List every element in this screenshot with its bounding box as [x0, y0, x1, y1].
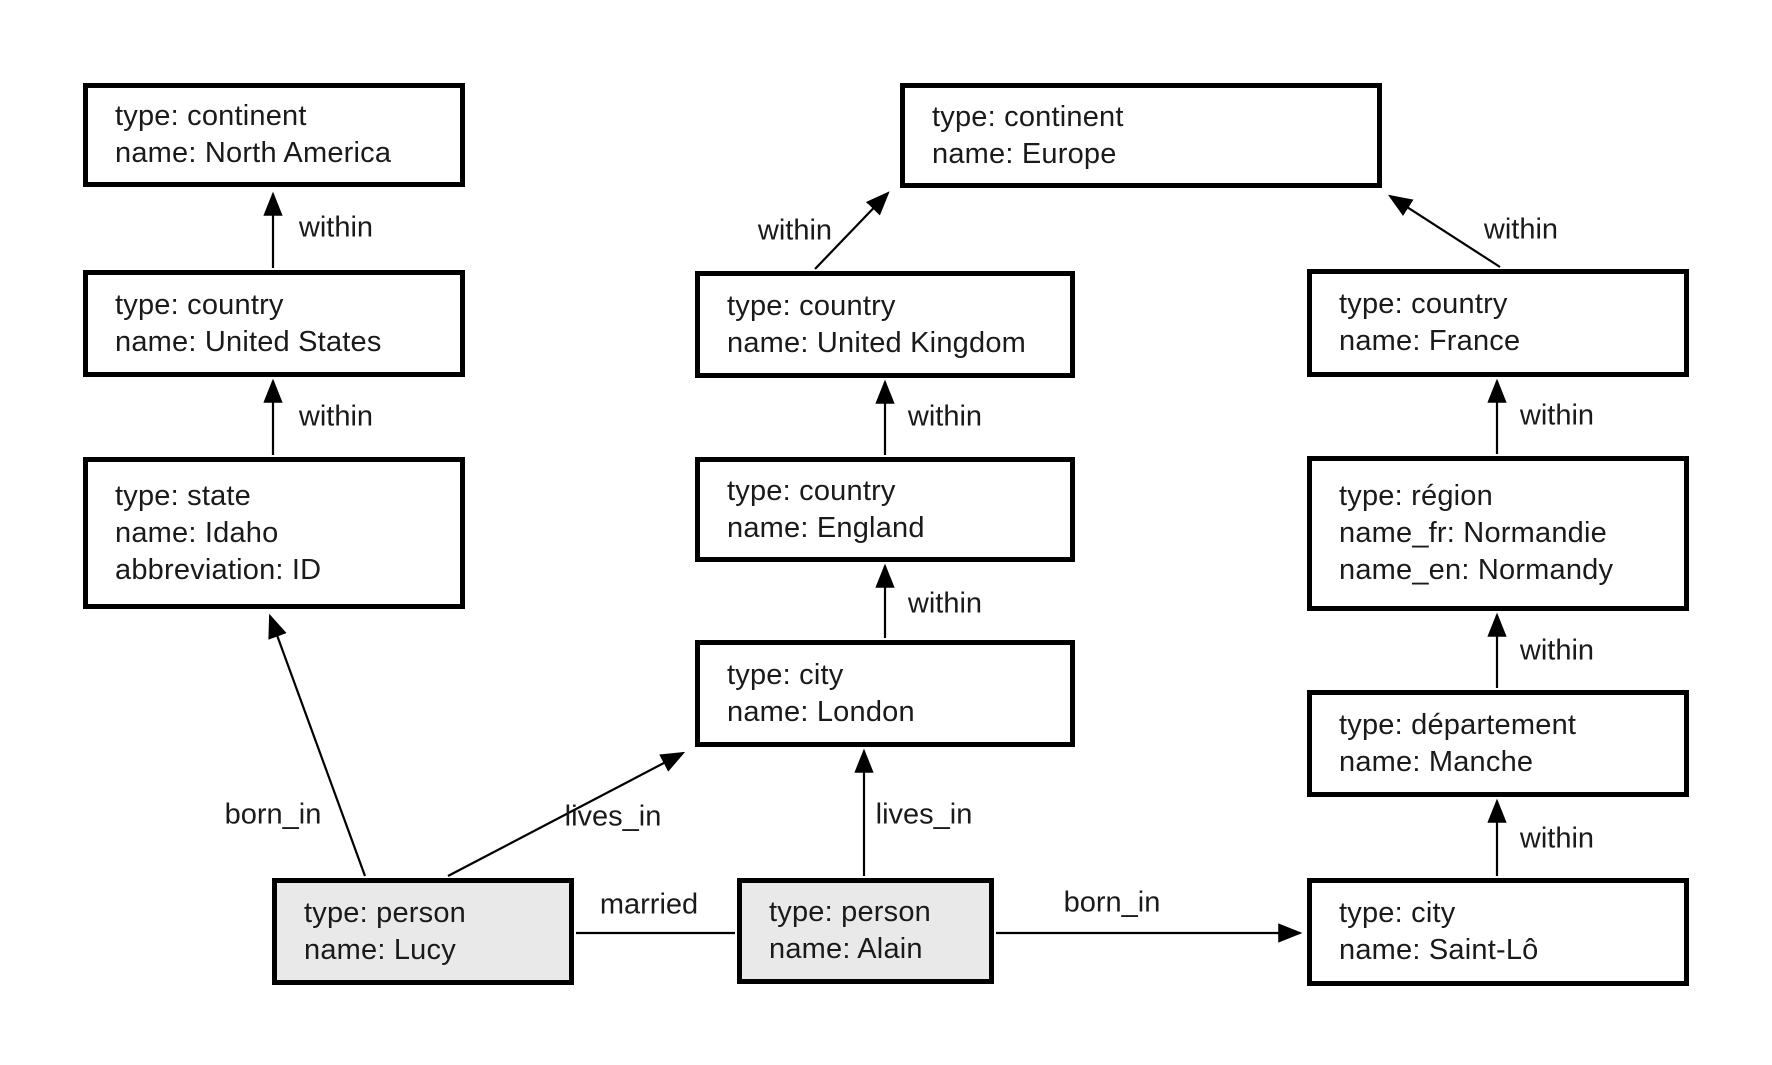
edge-label-within-england-uk: within	[907, 400, 983, 433]
node-line: type: country	[727, 289, 896, 322]
node-france: type: country name: France	[1307, 269, 1689, 377]
node-line: type: continent	[932, 100, 1124, 133]
edge-within-france-europe	[1387, 194, 1501, 268]
node-line: type: person	[769, 896, 931, 928]
edge-label-within-normandy-france: within	[1519, 399, 1595, 432]
node-line: name: United States	[115, 325, 382, 358]
node-line: name: Alain	[769, 933, 923, 965]
node-line: name_fr: Normandie	[1339, 517, 1607, 549]
edge-label-within-manche-normandy: within	[1519, 634, 1595, 667]
node-line: type: country	[115, 288, 284, 321]
node-lucy: type: person name: Lucy	[272, 878, 574, 985]
edge-label-within-us-northamerica: within	[298, 211, 374, 244]
node-line: type: country	[727, 474, 896, 507]
node-saint-lo: type: city name: Saint-Lô	[1307, 878, 1689, 986]
node-line: abbreviation: ID	[115, 553, 322, 586]
node-line: name: Idaho	[115, 516, 279, 549]
node-line: name: London	[727, 695, 915, 728]
node-line: type: région	[1339, 480, 1493, 512]
node-line: type: state	[115, 479, 251, 512]
node-line: name: Saint-Lô	[1339, 934, 1539, 966]
node-alain: type: person name: Alain	[737, 878, 994, 984]
edge-label-married-lucy-alain: married	[599, 888, 699, 921]
edge-label-within-saintlo-manche: within	[1519, 822, 1595, 855]
node-line: name_en: Normandy	[1339, 554, 1614, 586]
node-idaho: type: state name: Idaho abbreviation: ID	[83, 457, 465, 609]
node-line: name: United Kingdom	[727, 326, 1026, 359]
node-north-america: type: continent name: North America	[83, 83, 465, 187]
node-line: name: Manche	[1339, 745, 1534, 778]
node-england: type: country name: England	[695, 457, 1075, 562]
edge-label-livesin-alain-london: lives_in	[875, 798, 973, 831]
edge-label-within-uk-europe: within	[757, 214, 833, 247]
node-line: name: France	[1339, 325, 1521, 357]
edge-bornin-lucy-idaho	[268, 613, 367, 877]
edge-label-bornin-lucy-idaho: born_in	[224, 798, 322, 831]
node-europe: type: continent name: Europe	[900, 83, 1382, 188]
node-united-kingdom: type: country name: United Kingdom	[695, 271, 1075, 378]
edge-label-within-france-europe: within	[1483, 213, 1559, 246]
node-line: type: country	[1339, 288, 1508, 320]
edge-label-within-london-england: within	[907, 587, 983, 620]
node-line: type: city	[1339, 897, 1456, 929]
edge-within-uk-europe	[814, 191, 890, 270]
node-line: name: Europe	[932, 137, 1117, 170]
node-line: name: North America	[115, 137, 392, 169]
node-normandy: type: région name_fr: Normandie name_en:…	[1307, 456, 1689, 611]
node-united-states: type: country name: United States	[83, 270, 465, 377]
edge-label-livesin-lucy-london: lives_in	[564, 800, 662, 833]
node-line: type: person	[304, 896, 466, 929]
edge-label-within-idaho-us: within	[298, 400, 374, 433]
edge-label-bornin-alain-saintlo: born_in	[1063, 886, 1161, 919]
node-london: type: city name: London	[695, 640, 1075, 747]
edge-livesin-lucy-london	[447, 751, 686, 877]
node-line: type: département	[1339, 708, 1577, 741]
node-line: name: England	[727, 511, 925, 544]
node-manche: type: département name: Manche	[1307, 690, 1689, 797]
node-line: type: city	[727, 658, 844, 691]
node-line: type: continent	[115, 100, 307, 132]
node-line: name: Lucy	[304, 933, 456, 966]
